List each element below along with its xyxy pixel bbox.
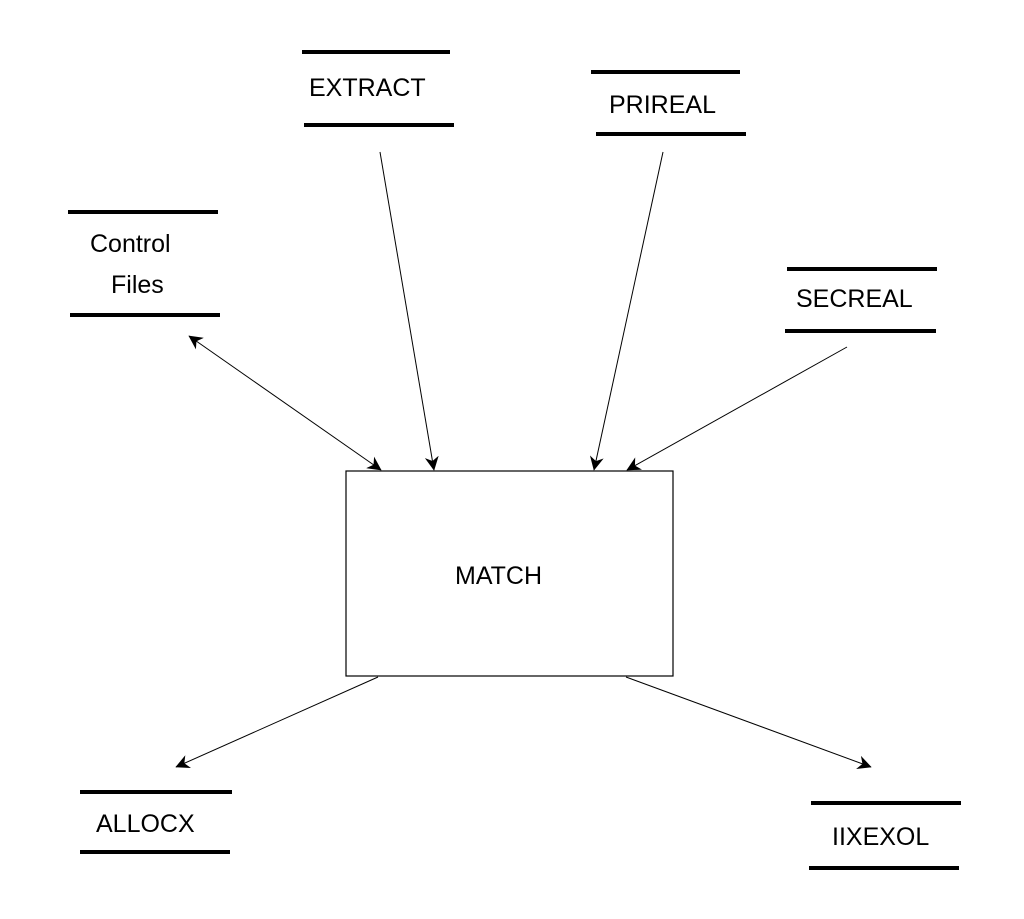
data-store-prireal: PRIREAL: [591, 70, 746, 136]
data-store-iixexol: IIXEXOL: [809, 801, 961, 870]
flow-arrow-control-files-match: [188, 335, 382, 471]
data-store-control-files: Control Files: [68, 210, 220, 317]
process-box: [345, 470, 674, 677]
store-label-prireal: PRIREAL: [609, 91, 716, 119]
store-label-extract: EXTRACT: [309, 74, 426, 102]
flow-arrow-extract-to-match: [379, 151, 439, 471]
data-store-extract: EXTRACT: [302, 50, 454, 127]
store-label-files: Files: [111, 271, 164, 299]
store-label-control: Control: [90, 230, 171, 258]
flow-arrow-secreal-to-match: [626, 346, 848, 471]
process-label-match: MATCH: [455, 562, 542, 590]
store-label-iixexol: IIXEXOL: [832, 823, 929, 851]
store-label-secreal: SECREAL: [796, 285, 913, 313]
flow-arrow-match-to-iixexol: [625, 676, 872, 769]
data-store-secreal: SECREAL: [785, 267, 937, 333]
process-match: MATCH: [345, 470, 674, 677]
store-label-allocx: ALLOCX: [96, 810, 195, 838]
data-store-allocx: ALLOCX: [80, 790, 232, 854]
flow-arrow-prireal-to-match: [589, 151, 664, 471]
flow-arrow-match-to-allocx: [175, 676, 379, 768]
